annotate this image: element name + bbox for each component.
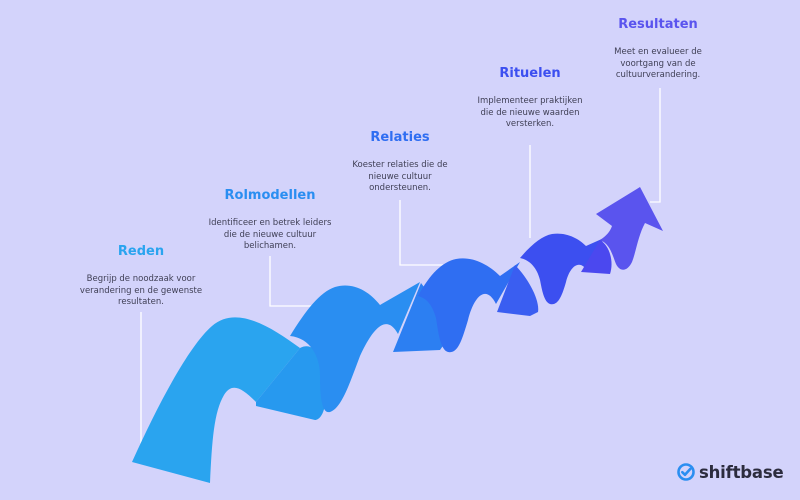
ribbon-segment-resultaten-arrow: [596, 187, 663, 270]
ribbon-segment-rolmodellen: [290, 282, 420, 413]
ribbon-fold-4: [581, 240, 612, 274]
step-resultaten: Resultaten Meet en evalueer de voortgang…: [596, 17, 720, 82]
step-description: Implementeer praktijken die de nieuwe wa…: [477, 96, 583, 129]
step-description: Begrijp de noodzaak voor verandering en …: [79, 274, 203, 307]
connector-relaties: [399, 200, 445, 266]
step-rituelen: Rituelen Implementeer praktijken die de …: [470, 66, 590, 131]
step-title: Resultaten: [618, 17, 698, 32]
brand-logo: shiftbase: [676, 462, 784, 482]
ribbon-segment-rituelen: [520, 233, 604, 305]
step-reden: Reden Begrijp de noodzaak voor veranderi…: [79, 244, 203, 309]
ribbon-segment-reden: [132, 317, 300, 483]
step-description: Koester relaties die de nieuwe cultuur o…: [352, 160, 448, 193]
step-title: Relaties: [370, 130, 430, 145]
connector-resultaten: [650, 88, 661, 203]
step-description: Identificeer en betrek leiders die de ni…: [208, 218, 332, 251]
step-description: Meet en evalueer de voortgang van de cul…: [614, 47, 702, 80]
step-title: Rituelen: [499, 66, 561, 81]
brand-name: shiftbase: [699, 462, 784, 482]
step-title: Reden: [117, 244, 165, 259]
ribbon-fold-2: [393, 283, 450, 352]
check-circle-icon: [677, 463, 695, 481]
connector-lines: [140, 88, 661, 448]
step-rolmodellen: Rolmodellen Identificeer en betrek leide…: [208, 188, 332, 253]
step-title: Rolmodellen: [224, 188, 316, 203]
ribbon-fold-3: [497, 265, 539, 316]
connector-rolmodellen: [269, 256, 318, 307]
ribbon-segment-relaties: [418, 258, 520, 353]
ribbon-fold-1: [256, 346, 326, 420]
step-relaties: Relaties Koester relaties die de nieuwe …: [338, 130, 462, 195]
